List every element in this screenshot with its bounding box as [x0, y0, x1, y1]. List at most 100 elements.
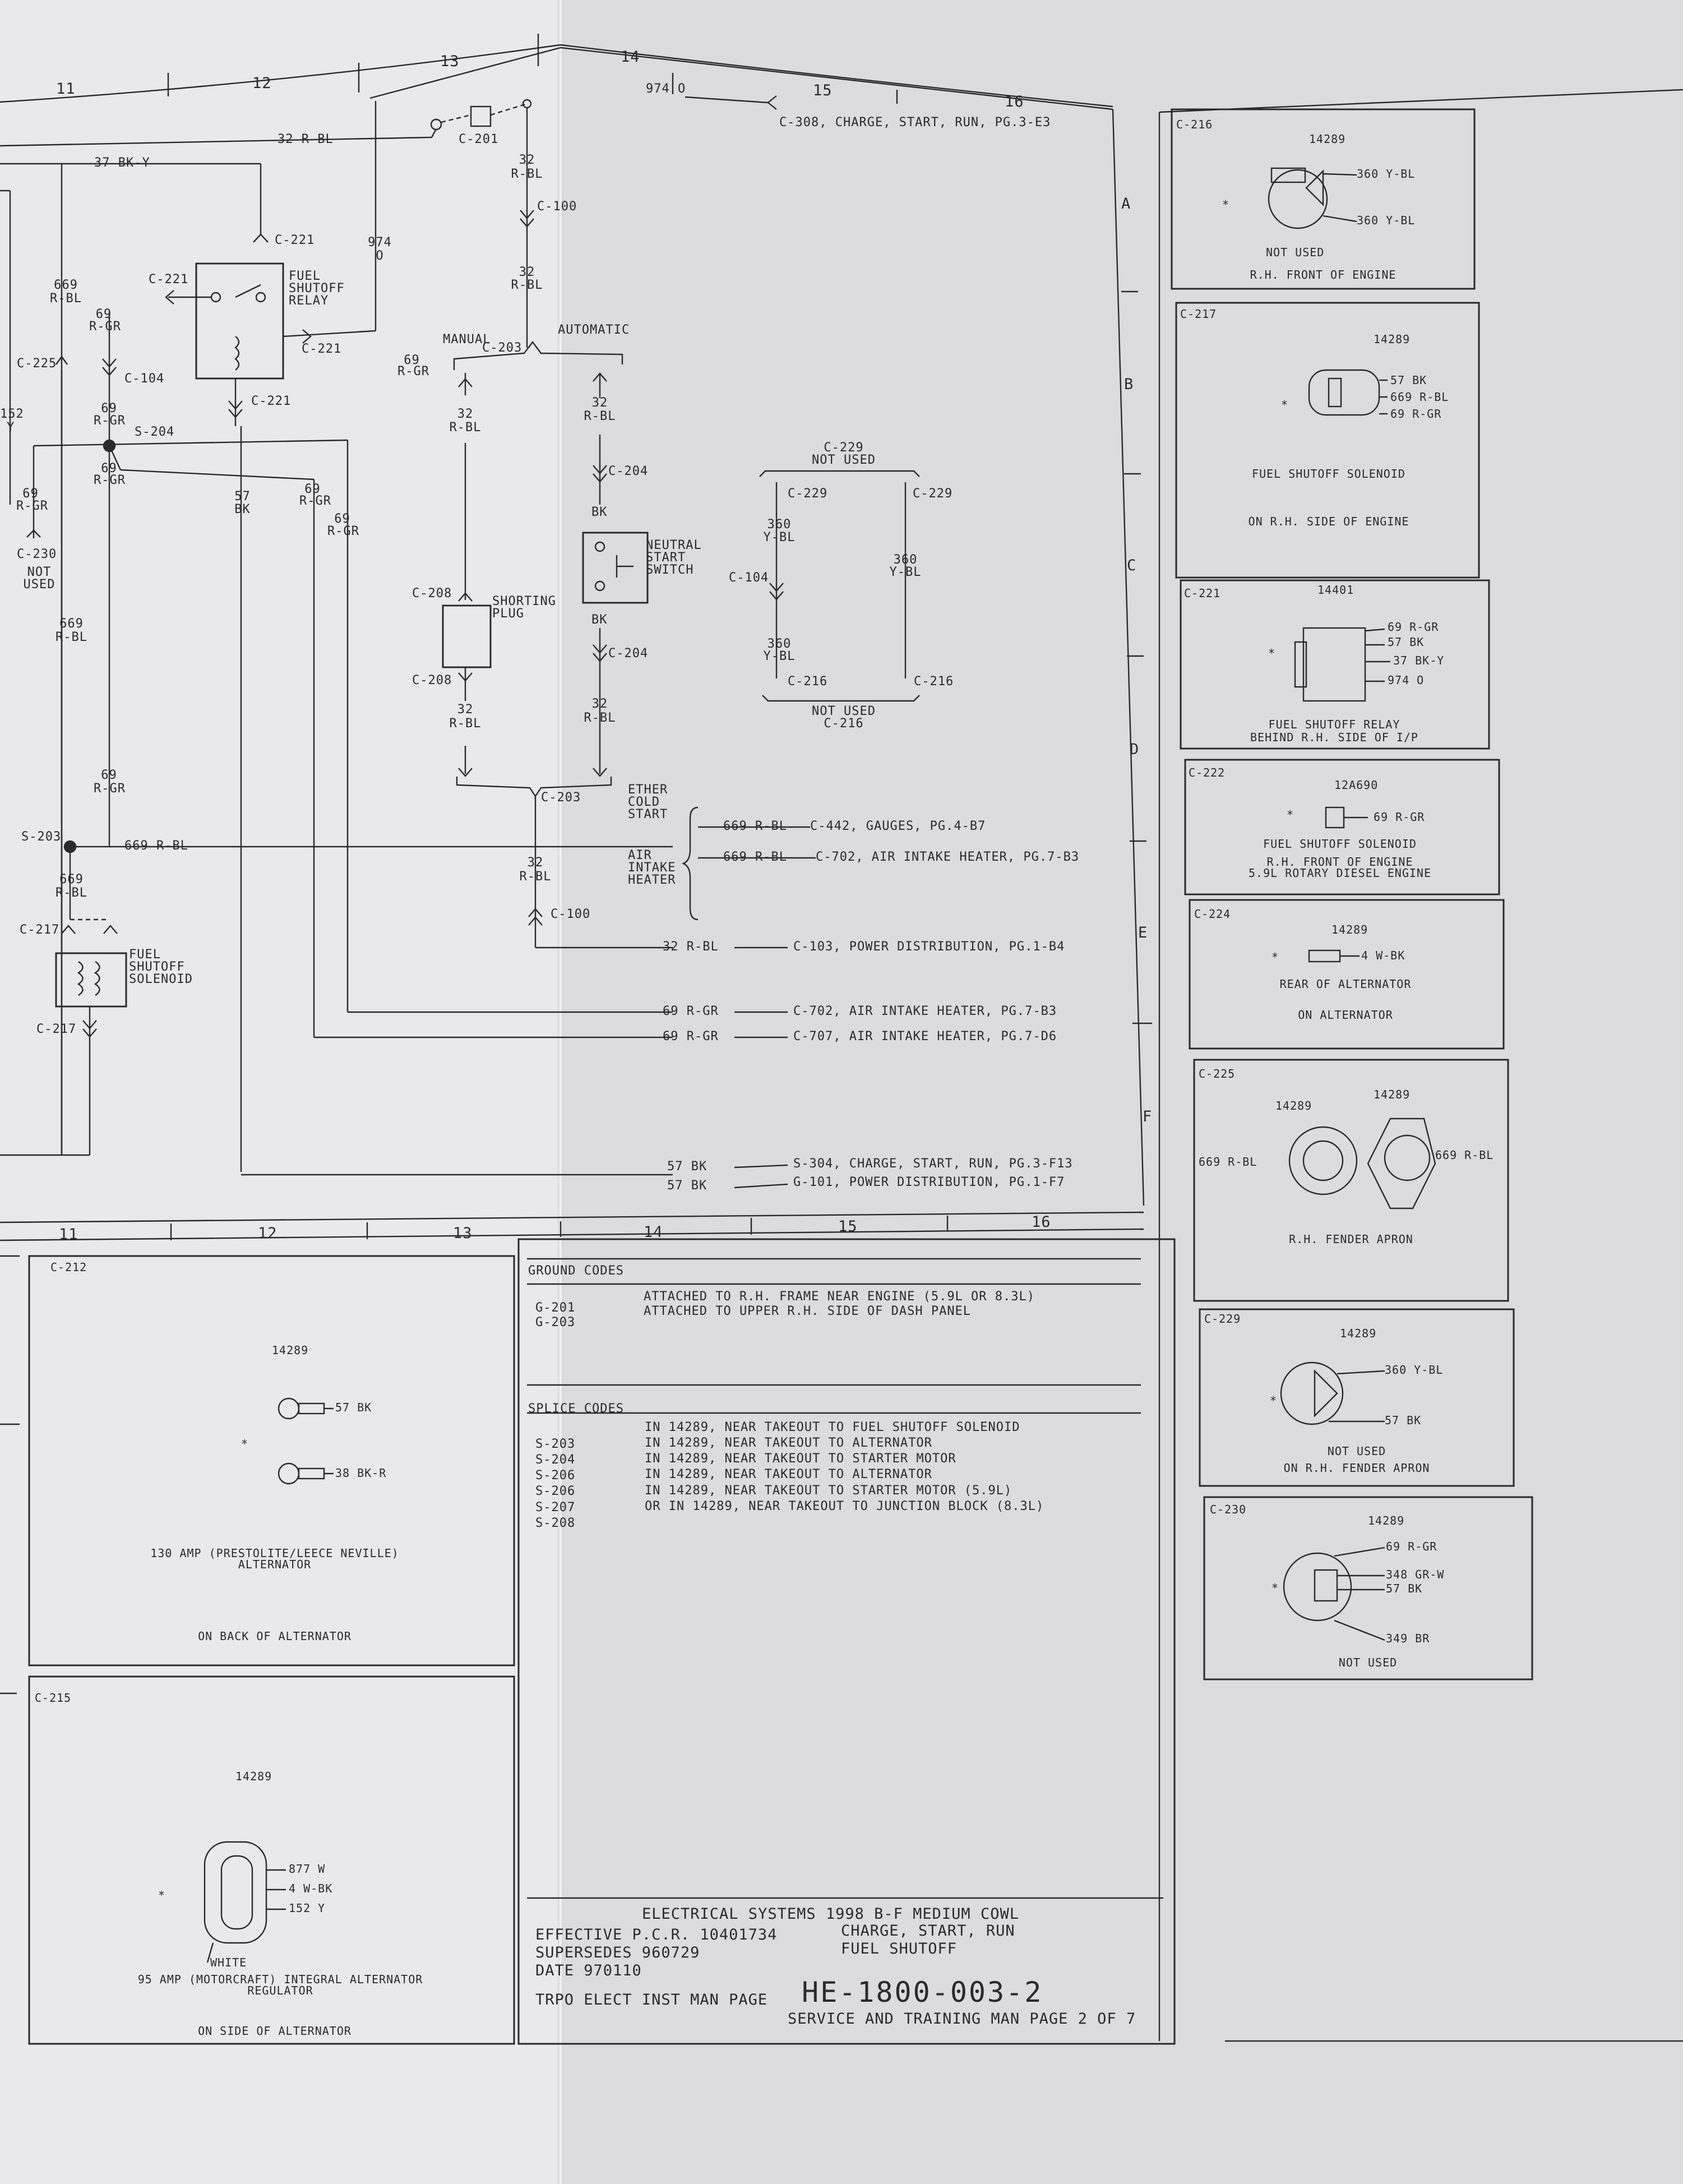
c225-part-right: 14289	[1374, 1088, 1411, 1101]
c215-pin-3: 152 Y	[289, 1901, 326, 1915]
wire-32-b: 32	[519, 265, 535, 279]
wire-360-a: 360	[767, 518, 792, 532]
ether-cold-start-label: ETHER COLD START	[628, 783, 668, 821]
c217-asterisk: *	[1281, 398, 1289, 412]
c212-asterisk: *	[241, 1437, 249, 1451]
c215-wire-color: WHITE	[210, 1956, 247, 1969]
grid-col-15-top: 15	[813, 82, 833, 99]
ref-c308: C-308, CHARGE, START, RUN, PG.3-E3	[779, 116, 1051, 130]
c216-asterisk: *	[1222, 198, 1230, 211]
grid-row-e: E	[1138, 924, 1148, 941]
paper-fold	[558, 0, 563, 2184]
relay-label: FUEL SHUTOFF RELAY	[289, 269, 345, 308]
grid-col-15-bottom: 15	[838, 1218, 858, 1235]
ref-c702a-wire: 669 R-BL	[723, 850, 787, 864]
c221-part: 14401	[1317, 583, 1354, 597]
grid-col-16-bottom: 16	[1032, 1213, 1051, 1231]
wire-974-color: O	[376, 249, 384, 263]
c222-location: R.H. FRONT OF ENGINE 5.9L ROTARY DIESEL …	[1248, 855, 1432, 880]
title-system-2: FUEL SHUTOFF	[841, 1940, 958, 1957]
connector-c204-b: C-204	[608, 647, 649, 661]
wire-69-d: 69	[101, 461, 117, 475]
c215-pin-1: 877 W	[289, 1862, 326, 1876]
connector-c217-b: C-217	[36, 1022, 77, 1036]
label-automatic: AUTOMATIC	[558, 323, 630, 337]
wire-974-top: 974 O	[646, 82, 686, 96]
grid-row-f: F	[1143, 1108, 1153, 1125]
wire-974: 974	[368, 236, 392, 250]
wire-360-c-color: Y-BL	[763, 649, 796, 663]
c221-id: C-221	[1184, 587, 1221, 600]
c221-pin-4: 974 O	[1388, 673, 1425, 687]
grid-col-11-top: 11	[56, 80, 76, 98]
grid-col-12-top: 12	[252, 75, 272, 92]
connector-c208-a: C-208	[412, 587, 452, 601]
connector-c229-r: C-229	[913, 487, 953, 501]
grid-col-14-top: 14	[621, 48, 640, 66]
c217-pin-1: 57 BK	[1390, 373, 1427, 387]
c217-desc: FUEL SHUTOFF SOLENOID	[1252, 467, 1405, 481]
c230-pin-2: 348 GR-W	[1386, 1568, 1445, 1581]
wire-360-c: 360	[767, 637, 792, 651]
wire-69-c-color: R-GR	[94, 414, 126, 428]
wire-69-d-color: R-GR	[94, 473, 126, 487]
wire-69-a: 69	[95, 307, 112, 321]
grid-row-d: D	[1130, 741, 1140, 758]
c225-pin-1: 669 R-BL	[1199, 1155, 1257, 1169]
c229-pin-1: 360 Y-BL	[1385, 1363, 1444, 1377]
ref-g101-wire: 57 BK	[667, 1179, 708, 1193]
c217-pin-3: 69 R-GR	[1390, 407, 1442, 421]
wire-69-g-color: R-GR	[327, 524, 359, 538]
connector-c216-l: C-216	[788, 675, 828, 689]
connector-c221-b: C-221	[149, 273, 189, 287]
c221-asterisk: *	[1268, 647, 1276, 660]
wire-32-a-color: R-BL	[511, 167, 543, 181]
wire-360-b-color: Y-BL	[889, 565, 922, 579]
wire-669-a-color: R-BL	[50, 292, 82, 306]
wire-69-a-color: R-GR	[89, 320, 121, 334]
ground-codes-desc: ATTACHED TO R.H. FRAME NEAR ENGINE (5.9L…	[644, 1290, 1035, 1319]
c224-location: ON ALTERNATOR	[1298, 1008, 1393, 1022]
connector-c221-a: C-221	[275, 233, 315, 247]
c222-pin-1: 69 R-GR	[1374, 810, 1425, 824]
c216-location: R.H. FRONT OF ENGINE	[1250, 268, 1397, 281]
wire-32-d: 32	[591, 396, 608, 410]
connector-c201: C-201	[459, 132, 499, 146]
ref-s304: S-304, CHARGE, START, RUN, PG.3-F13	[793, 1157, 1073, 1171]
wire-37-bky: 37 BK-Y	[94, 156, 150, 170]
c230-part: 14289	[1368, 1514, 1405, 1527]
c217-part: 14289	[1374, 333, 1411, 346]
ref-c702b: C-702, AIR INTAKE HEATER, PG.7-B3	[793, 1004, 1057, 1018]
grid-col-14-bottom: 14	[644, 1223, 663, 1241]
grid-row-b: B	[1124, 376, 1134, 393]
c215-asterisk: *	[158, 1889, 166, 1902]
neutral-start-switch-label: NEUTRAL START SWITCH	[646, 538, 702, 577]
c229-not-used-title: C-229 NOT USED	[812, 441, 876, 467]
grid-row-a: A	[1121, 195, 1131, 213]
connector-c104-b: C-104	[729, 571, 769, 585]
document-number: HE-1800-003-2	[802, 1976, 1043, 2008]
wire-69-g: 69	[334, 512, 350, 526]
wire-32-g: 32	[527, 856, 544, 870]
title-date: DATE 970110	[535, 1962, 642, 1979]
c225-part-left: 14289	[1275, 1099, 1312, 1112]
wire-bk-b: BK	[591, 613, 608, 627]
air-intake-heater-label: AIR INTAKE HEATER	[628, 848, 676, 887]
ref-c707-wire: 69 R-GR	[663, 1029, 719, 1043]
splice-s204: S-204	[135, 425, 175, 439]
c215-part: 14289	[235, 1770, 272, 1783]
wire-32-e-color: R-BL	[584, 711, 616, 725]
wire-152-color: Y	[7, 421, 15, 435]
shorting-plug-label: SHORTING PLUG	[492, 594, 556, 621]
wire-669-b: 669	[59, 617, 84, 631]
grid-col-16-top: 16	[1005, 93, 1024, 110]
ref-c702b-wire: 69 R-GR	[663, 1004, 719, 1018]
c215-pin-2: 4 W-BK	[289, 1882, 333, 1895]
c229-id: C-229	[1204, 1312, 1241, 1326]
connector-c100-top: C-100	[537, 200, 577, 214]
c216-id: C-216	[1176, 118, 1213, 131]
title-system-1: CHARGE, START, RUN	[841, 1922, 1015, 1940]
wire-32-d-color: R-BL	[584, 409, 616, 423]
c217-location: ON R.H. SIDE OF ENGINE	[1248, 515, 1409, 528]
connector-c221-c: C-221	[302, 342, 342, 356]
